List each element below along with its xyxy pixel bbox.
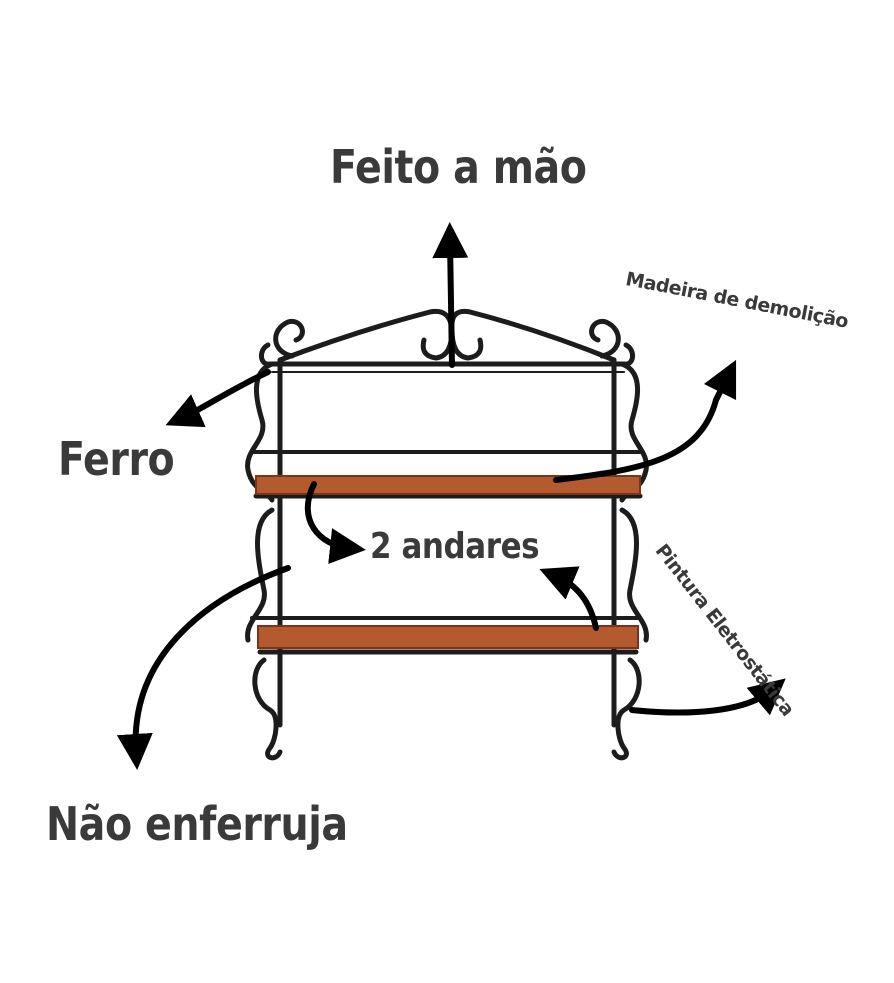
- annotation-arrows: [116, 222, 786, 770]
- arrow-handmade: [432, 222, 469, 368]
- arrow-wood: [553, 359, 737, 483]
- arrow-paint: [629, 678, 786, 716]
- label-rustproof: Não enferruja: [46, 797, 348, 851]
- arrow-two-tiers-top: [304, 481, 366, 564]
- label-iron: Ferro: [58, 432, 175, 486]
- arrow-iron: [165, 369, 271, 428]
- arrow-two-tiers-bottom: [539, 566, 599, 631]
- label-handmade: Feito a mão: [330, 140, 587, 194]
- lower-shelf: [257, 625, 639, 649]
- arrow-rustproof: [116, 565, 291, 770]
- upper-shelf: [255, 475, 641, 495]
- label-two-tiers: 2 andares: [370, 526, 540, 567]
- wood-shelves: [255, 475, 641, 649]
